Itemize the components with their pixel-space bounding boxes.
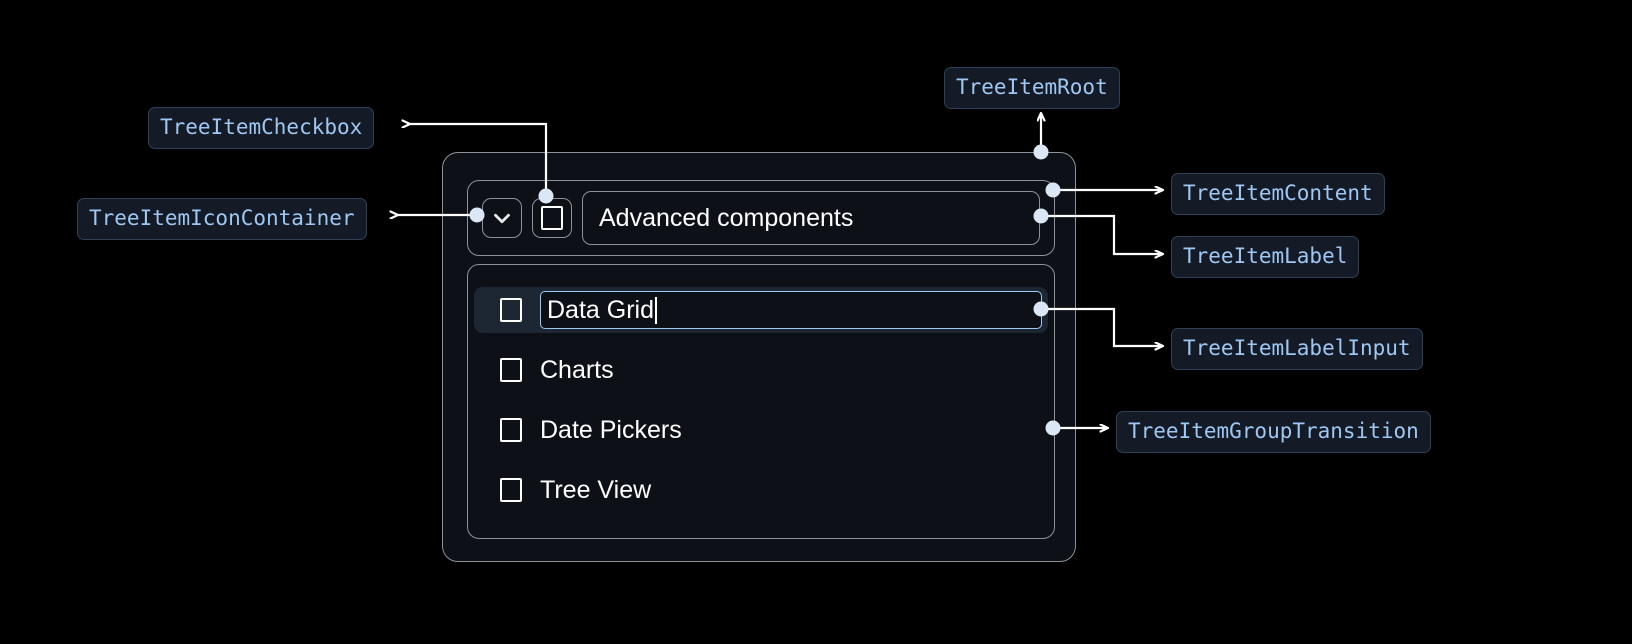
tree-item-label-input[interactable]: Data Grid	[540, 291, 1042, 329]
tree-child-label: Date Pickers	[540, 415, 682, 444]
checkbox-unchecked-icon	[541, 206, 563, 230]
tree-child-row-data-grid[interactable]: Data Grid	[474, 287, 1048, 333]
tree-child-label: Tree View	[540, 475, 652, 504]
tree-item-label[interactable]: Advanced components	[582, 191, 1040, 245]
tree-child-row-date-pickers[interactable]: Date Pickers	[468, 407, 1054, 453]
tree-item-group-transition: Data Grid Charts Date Pickers Tree View	[467, 264, 1055, 539]
annotation-tree-item-label-input: TreeItemLabelInput	[1171, 328, 1423, 370]
tree-item-icon-container[interactable]	[482, 198, 522, 238]
tree-child-row-charts[interactable]: Charts	[468, 347, 1054, 393]
tree-item-label-text: Advanced components	[599, 203, 854, 232]
checkbox-unchecked-icon[interactable]	[500, 298, 522, 322]
annotation-tree-item-icon-container: TreeItemIconContainer	[77, 198, 367, 240]
annotation-tree-item-label: TreeItemLabel	[1171, 236, 1360, 278]
tree-item-checkbox[interactable]	[532, 198, 572, 238]
tree-item-root[interactable]: Advanced components Data Grid Charts Dat…	[442, 152, 1076, 562]
tree-item-content[interactable]: Advanced components	[467, 180, 1055, 256]
annotation-tree-item-checkbox: TreeItemCheckbox	[148, 107, 375, 149]
tree-item-label-input-value: Data Grid	[547, 295, 654, 324]
checkbox-unchecked-icon[interactable]	[500, 478, 522, 502]
annotation-tree-item-group-transition: TreeItemGroupTransition	[1116, 411, 1431, 453]
checkbox-unchecked-icon[interactable]	[500, 418, 522, 442]
checkbox-unchecked-icon[interactable]	[500, 358, 522, 382]
text-caret	[654, 296, 657, 324]
annotation-tree-item-root: TreeItemRoot	[944, 67, 1120, 109]
chevron-down-icon	[489, 205, 515, 231]
tree-child-row-tree-view[interactable]: Tree View	[468, 467, 1054, 513]
annotation-tree-item-content: TreeItemContent	[1171, 173, 1385, 215]
tree-child-label: Charts	[540, 355, 614, 384]
